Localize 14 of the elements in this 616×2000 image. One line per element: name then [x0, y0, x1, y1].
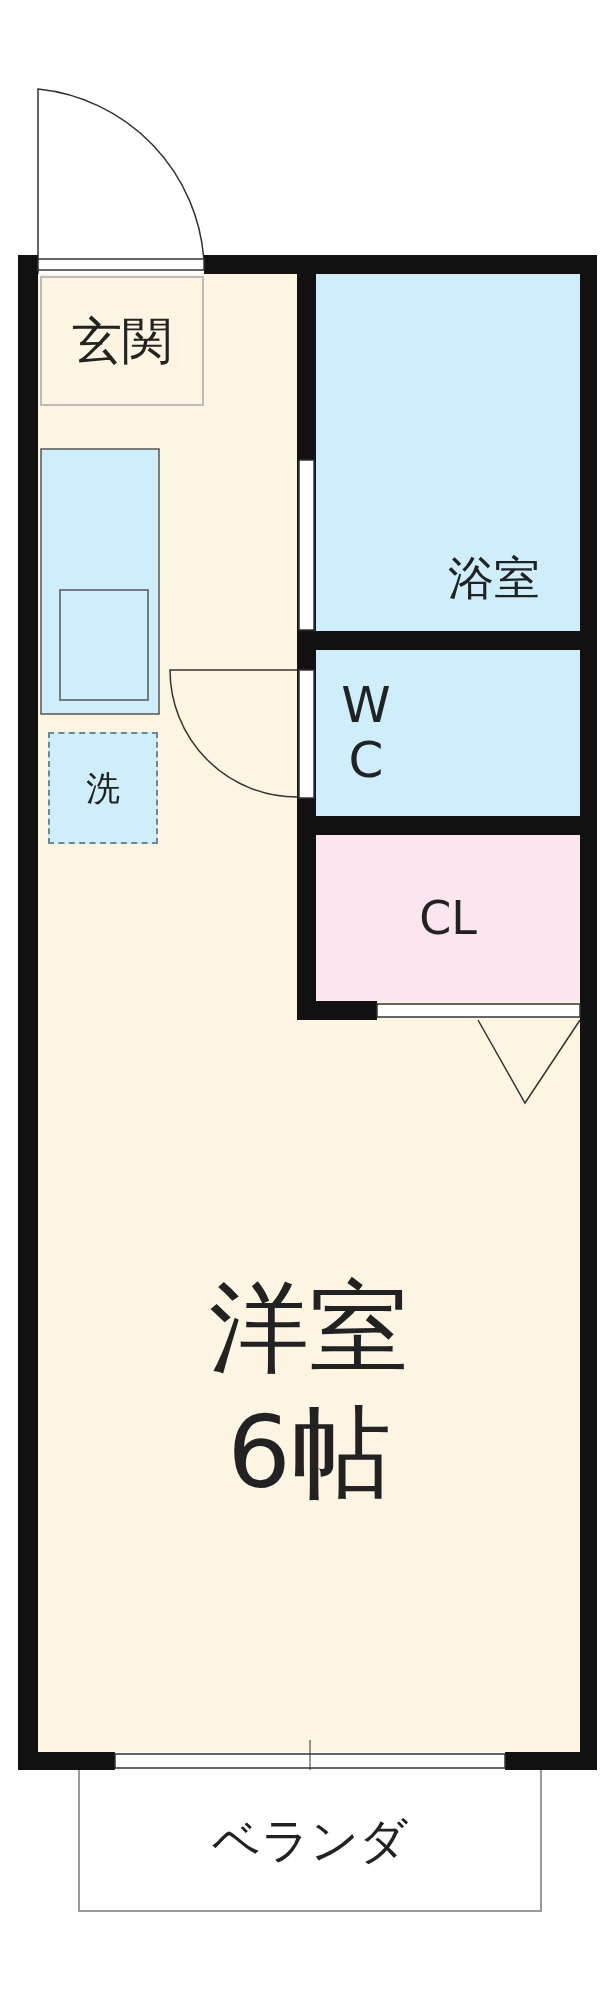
- room-label: 洋室: [209, 1268, 409, 1388]
- room-label: 洗: [86, 771, 120, 805]
- room-label: 6帖: [227, 1393, 391, 1513]
- toilet-room: [316, 650, 580, 816]
- closet: [316, 835, 580, 1001]
- room-label: 浴室: [448, 555, 540, 601]
- room-label: ベランダ: [212, 1816, 408, 1864]
- balcony: [78, 1770, 542, 1912]
- room-label: W C: [340, 678, 392, 788]
- room-label: CL: [419, 895, 477, 941]
- entrance-area: [40, 276, 204, 406]
- bathroom: [316, 274, 580, 631]
- washer-space: [48, 732, 158, 844]
- room-label: 玄関: [72, 316, 172, 366]
